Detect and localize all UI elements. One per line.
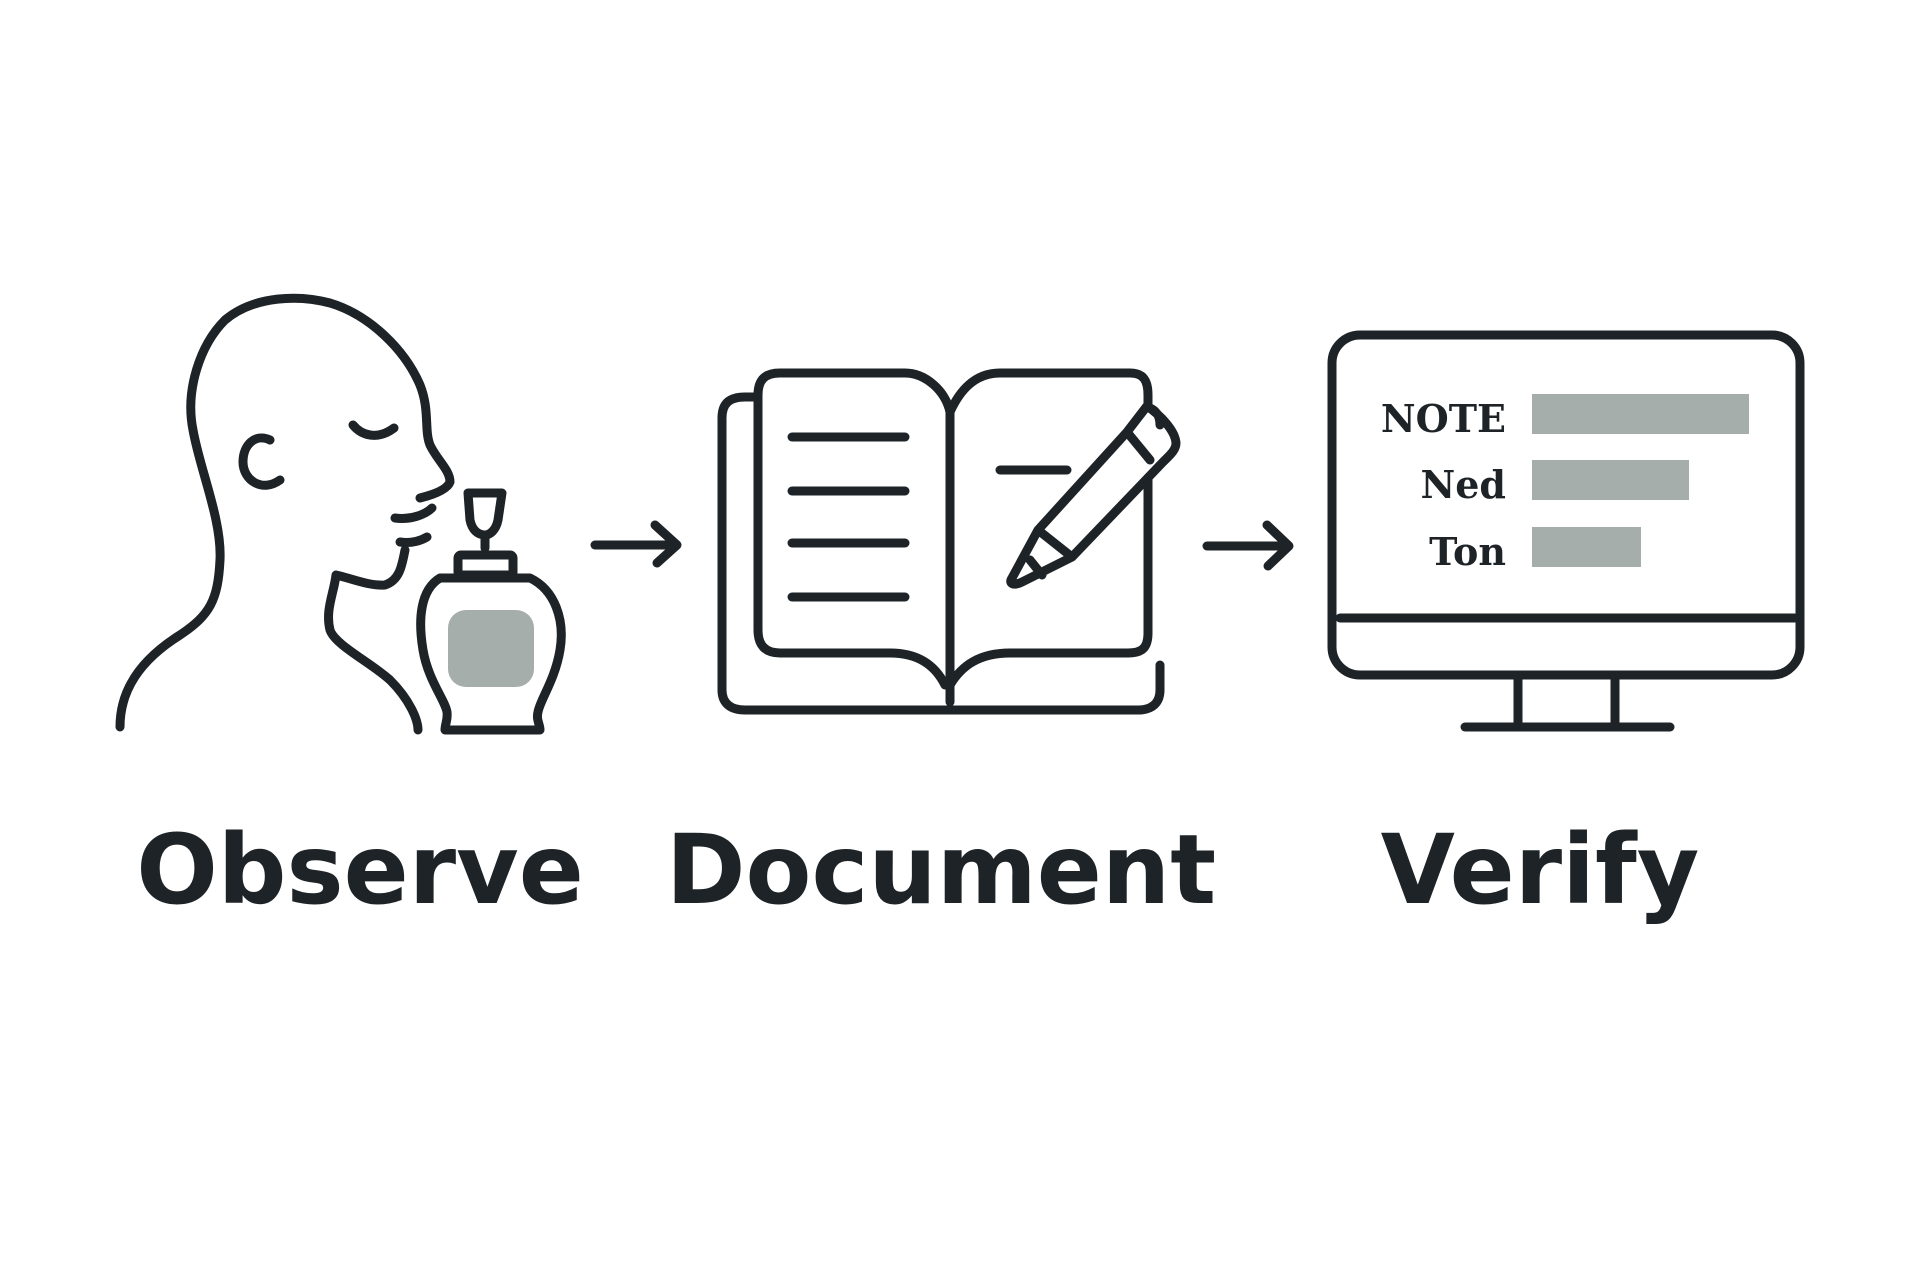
pencil-icon bbox=[1006, 401, 1181, 589]
closed-eye bbox=[348, 420, 399, 440]
ear bbox=[238, 433, 285, 490]
bottle-collar bbox=[453, 550, 518, 580]
screen-bar bbox=[1532, 527, 1641, 567]
screen-row-label: NOTE bbox=[1381, 396, 1506, 441]
screen-row-label: Ned bbox=[1421, 462, 1506, 507]
step-label-document: Document bbox=[665, 814, 1217, 926]
notebook-left-page bbox=[753, 368, 955, 690]
notebook-back-cover bbox=[717, 392, 1165, 715]
screen-bar bbox=[1532, 394, 1749, 434]
arrow-right-icon bbox=[1202, 520, 1294, 571]
person-head-outline bbox=[115, 293, 455, 732]
monitor-icon bbox=[1327, 330, 1805, 732]
chin-neck bbox=[324, 545, 423, 735]
notebook-right-page bbox=[945, 368, 1153, 690]
bottle-cap bbox=[463, 488, 507, 540]
person-smelling-bottle-icon bbox=[115, 293, 566, 735]
monitor-frame bbox=[1327, 330, 1805, 680]
screen-row-label: Ton bbox=[1429, 529, 1506, 574]
screen-bar bbox=[1532, 460, 1689, 500]
bottle-body bbox=[416, 573, 566, 735]
notebook-with-pencil-icon bbox=[717, 368, 1181, 715]
bottle-label bbox=[448, 610, 534, 687]
lower-lip bbox=[395, 532, 432, 547]
step-label-observe: Observe bbox=[136, 814, 584, 926]
upper-lip bbox=[390, 503, 437, 523]
step-label-verify: Verify bbox=[1380, 814, 1700, 926]
arrow-right-icon bbox=[590, 520, 682, 568]
